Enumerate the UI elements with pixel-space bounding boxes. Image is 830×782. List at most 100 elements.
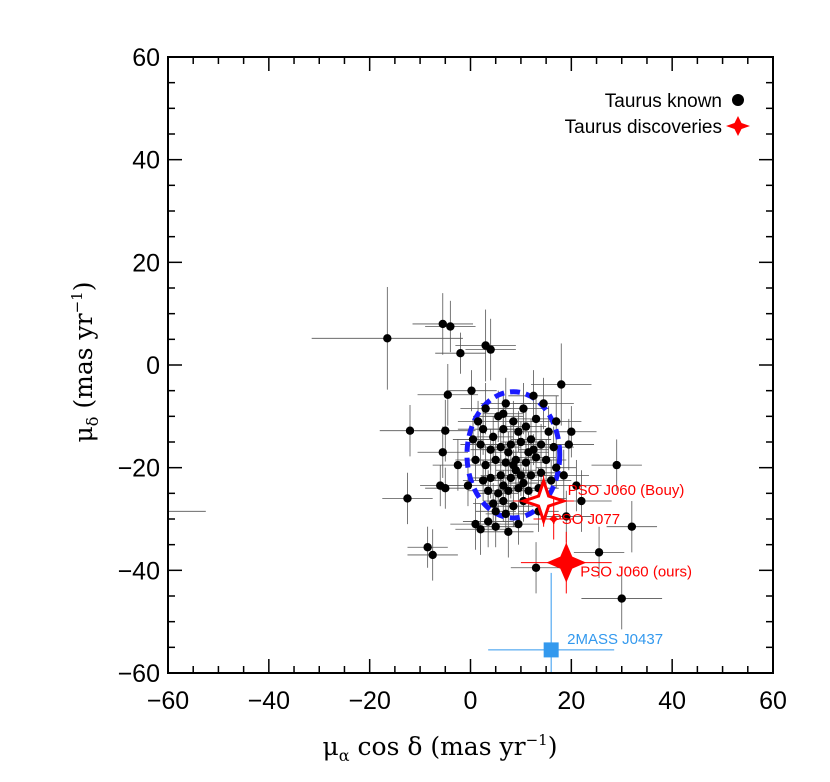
reference-layer [488,572,615,673]
known-point-78 [514,484,523,493]
known-point-12 [453,460,463,470]
known-point-22 [491,522,500,531]
known-point-21 [483,517,493,526]
known-point-54 [496,442,505,452]
known-point-20 [476,525,485,534]
known-point-31 [617,594,626,603]
known-point-7 [443,390,453,399]
known-members-layer [383,319,637,603]
known-point-9 [405,426,415,435]
y-tick-label: −40 [118,557,160,585]
known-point-34 [567,427,576,436]
x-tick-label: 20 [557,687,585,715]
taurus-membership-ellipse [464,389,563,521]
discovery-star-0 [518,476,569,526]
discoveries-layer [513,475,612,594]
known-point-35 [552,417,561,426]
known-point-59 [491,455,500,465]
known-point-48 [544,427,553,436]
y-tick-label: 60 [132,44,160,72]
known-point-66 [559,471,568,480]
annotation-pso-j060-ours: PSO J060 (ours) [580,564,692,581]
known-point-83 [509,501,518,511]
known-point-15 [441,484,450,493]
discovery-star-1 [548,514,559,524]
known-point-63 [531,453,541,462]
known-point-44 [499,424,508,434]
legend-marker-discoveries [726,116,750,136]
legend-marker-known [732,94,744,106]
known-point-46 [521,422,531,431]
annotation-2mass-j0437: 2MASS J0437 [567,631,663,648]
known-point-55 [486,445,495,454]
known-point-32 [627,522,637,531]
known-point-37 [529,391,538,400]
known-point-39 [501,399,510,408]
y-tick-label: 20 [132,249,160,277]
legend-label-discoveries: Taurus discoveries [565,117,722,138]
known-point-10 [441,426,450,435]
known-point-43 [488,432,498,442]
x-tick-label: 0 [464,687,478,715]
known-point-13 [403,494,412,503]
known-point-82 [499,496,508,506]
reference-square [543,642,559,658]
known-point-19 [471,519,480,529]
known-point-36 [539,399,548,408]
known-point-65 [552,463,561,472]
known-point-49 [549,442,558,452]
y-tick-label: 0 [146,352,160,380]
y-tick-label: −60 [118,660,160,688]
x-tick-label: 40 [658,687,686,715]
known-point-60 [501,458,510,467]
known-point-2 [446,322,455,331]
known-point-90 [514,427,523,436]
known-point-23 [504,527,513,537]
legend: Taurus known Taurus discoveries [565,91,750,138]
known-point-29 [594,548,604,557]
known-point-6 [557,380,566,389]
known-point-64 [541,455,551,465]
known-point-38 [519,404,528,413]
known-point-1 [438,319,447,329]
known-point-70 [516,471,526,480]
known-point-77 [504,486,513,495]
axis-ticks [167,56,774,674]
y-tick-label: 40 [132,147,160,175]
known-point-28 [572,481,581,490]
x-tick-label: −20 [348,687,390,715]
known-point-99 [499,481,508,490]
known-point-11 [438,448,447,457]
known-point-69 [526,471,536,480]
known-point-16 [423,543,432,552]
known-point-50 [536,440,546,449]
x-tick-label: −60 [147,687,189,715]
known-point-97 [509,460,518,470]
legend-label-known: Taurus known [605,91,722,112]
known-point-93 [468,435,478,444]
known-point-18 [463,481,473,490]
known-point-73 [486,473,495,483]
known-point-42 [478,424,488,434]
known-point-81 [488,499,498,508]
annotations: PSO J060 (Bouy) PSO J077 PSO J060 (ours)… [552,482,692,648]
known-point-79 [524,486,533,495]
known-point-51 [526,435,536,444]
x-axis-label: μα cos δ (mas yr−1) [323,731,558,765]
known-point-0 [383,334,392,343]
known-point-8 [467,386,476,395]
known-point-33 [564,440,574,449]
known-point-25 [531,563,541,572]
known-point-58 [481,460,490,470]
known-point-56 [476,440,485,449]
known-point-98 [519,478,528,488]
known-point-62 [521,458,531,467]
known-point-92 [473,417,483,426]
annotation-pso-j077: PSO J077 [552,511,620,528]
y-axis-label: μδ (mas yr−1) [68,282,102,443]
x-tick-label: 60 [759,687,787,715]
known-point-91 [499,409,508,418]
